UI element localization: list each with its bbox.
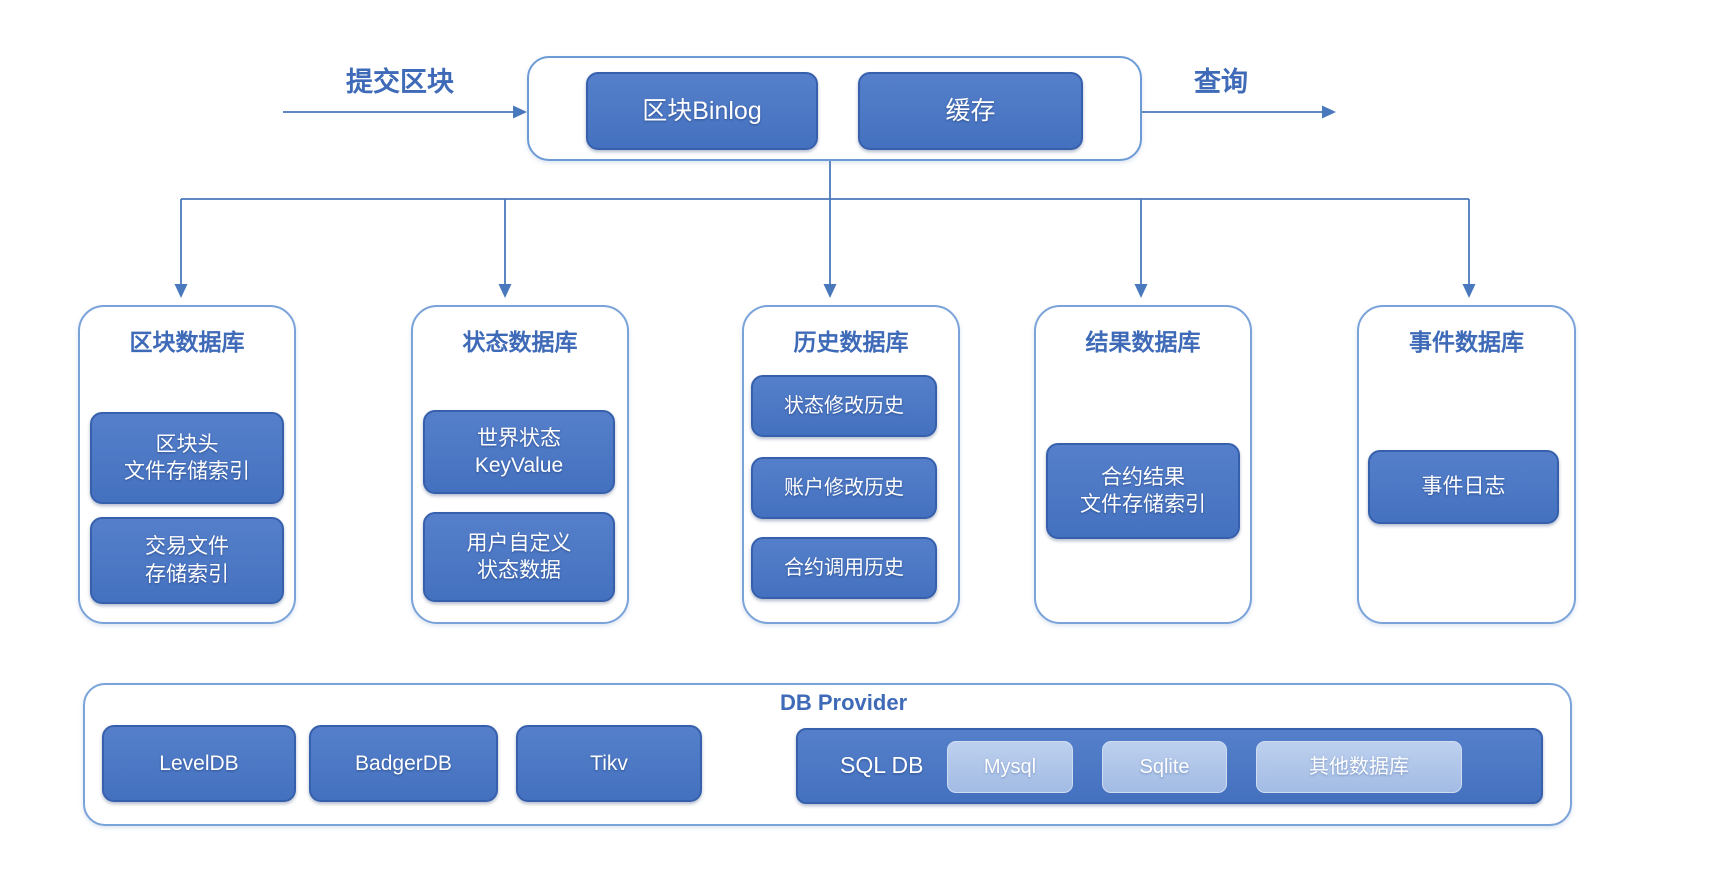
node-state-modify-history: 状态修改历史 bbox=[751, 375, 937, 437]
db-provider-title: DB Provider bbox=[780, 690, 908, 715]
node-block-binlog: 区块Binlog bbox=[586, 72, 818, 150]
db-title-state: 状态数据库 bbox=[462, 329, 578, 355]
node-leveldb: LevelDB bbox=[102, 725, 296, 802]
db-title-block: 区块数据库 bbox=[129, 329, 245, 355]
sql-db-group: SQL DB Mysql Sqlite 其他数据库 bbox=[796, 728, 1543, 804]
node-account-modify-history: 账户修改历史 bbox=[751, 457, 937, 519]
node-contract-result-index: 合约结果 文件存储索引 bbox=[1046, 443, 1240, 539]
node-other-database: 其他数据库 bbox=[1256, 741, 1462, 793]
node-cache: 缓存 bbox=[858, 72, 1083, 150]
node-event-log: 事件日志 bbox=[1368, 450, 1559, 524]
node-transaction-file-index: 交易文件 存储索引 bbox=[90, 517, 284, 604]
node-block-header-index: 区块头 文件存储索引 bbox=[90, 412, 284, 504]
node-user-defined-state: 用户自定义 状态数据 bbox=[423, 512, 615, 602]
submit-block-label: 提交区块 bbox=[346, 67, 454, 97]
node-tikv: Tikv bbox=[516, 725, 702, 802]
query-label: 查询 bbox=[1194, 67, 1248, 97]
db-title-event: 事件数据库 bbox=[1409, 329, 1524, 355]
node-badgerdb: BadgerDB bbox=[309, 725, 498, 802]
node-sqlite: Sqlite bbox=[1102, 741, 1227, 793]
sql-db-label: SQL DB bbox=[840, 752, 924, 779]
node-mysql: Mysql bbox=[947, 741, 1073, 793]
node-contract-call-history: 合约调用历史 bbox=[751, 537, 937, 599]
db-title-history: 历史数据库 bbox=[793, 329, 909, 355]
node-world-state-keyvalue: 世界状态 KeyValue bbox=[423, 410, 615, 494]
db-title-result: 结果数据库 bbox=[1085, 329, 1201, 355]
